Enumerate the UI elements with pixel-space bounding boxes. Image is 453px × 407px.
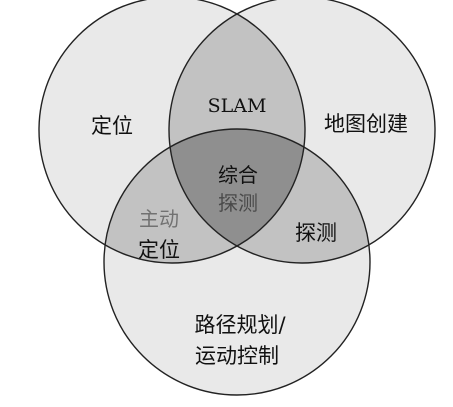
label-mapping: 地图创建 xyxy=(324,112,408,136)
label-planning-line1: 路径规划/ xyxy=(194,313,286,337)
label-localization: 定位 xyxy=(91,114,133,138)
label-active-localization: 定位 xyxy=(138,238,180,262)
label-active-prefix: 主动 xyxy=(139,207,179,231)
label-integrated-line1: 综合 xyxy=(218,163,258,187)
label-integrated-line2: 探测 xyxy=(218,191,258,215)
label-planning-line2: 运动控制 xyxy=(195,344,279,368)
label-exploration: 探测 xyxy=(295,221,337,245)
circle-outline-top-right xyxy=(168,0,436,264)
circle-outline-top-left xyxy=(38,0,306,264)
label-slam: SLAM xyxy=(208,95,267,117)
circle-outline-bottom xyxy=(103,128,371,396)
